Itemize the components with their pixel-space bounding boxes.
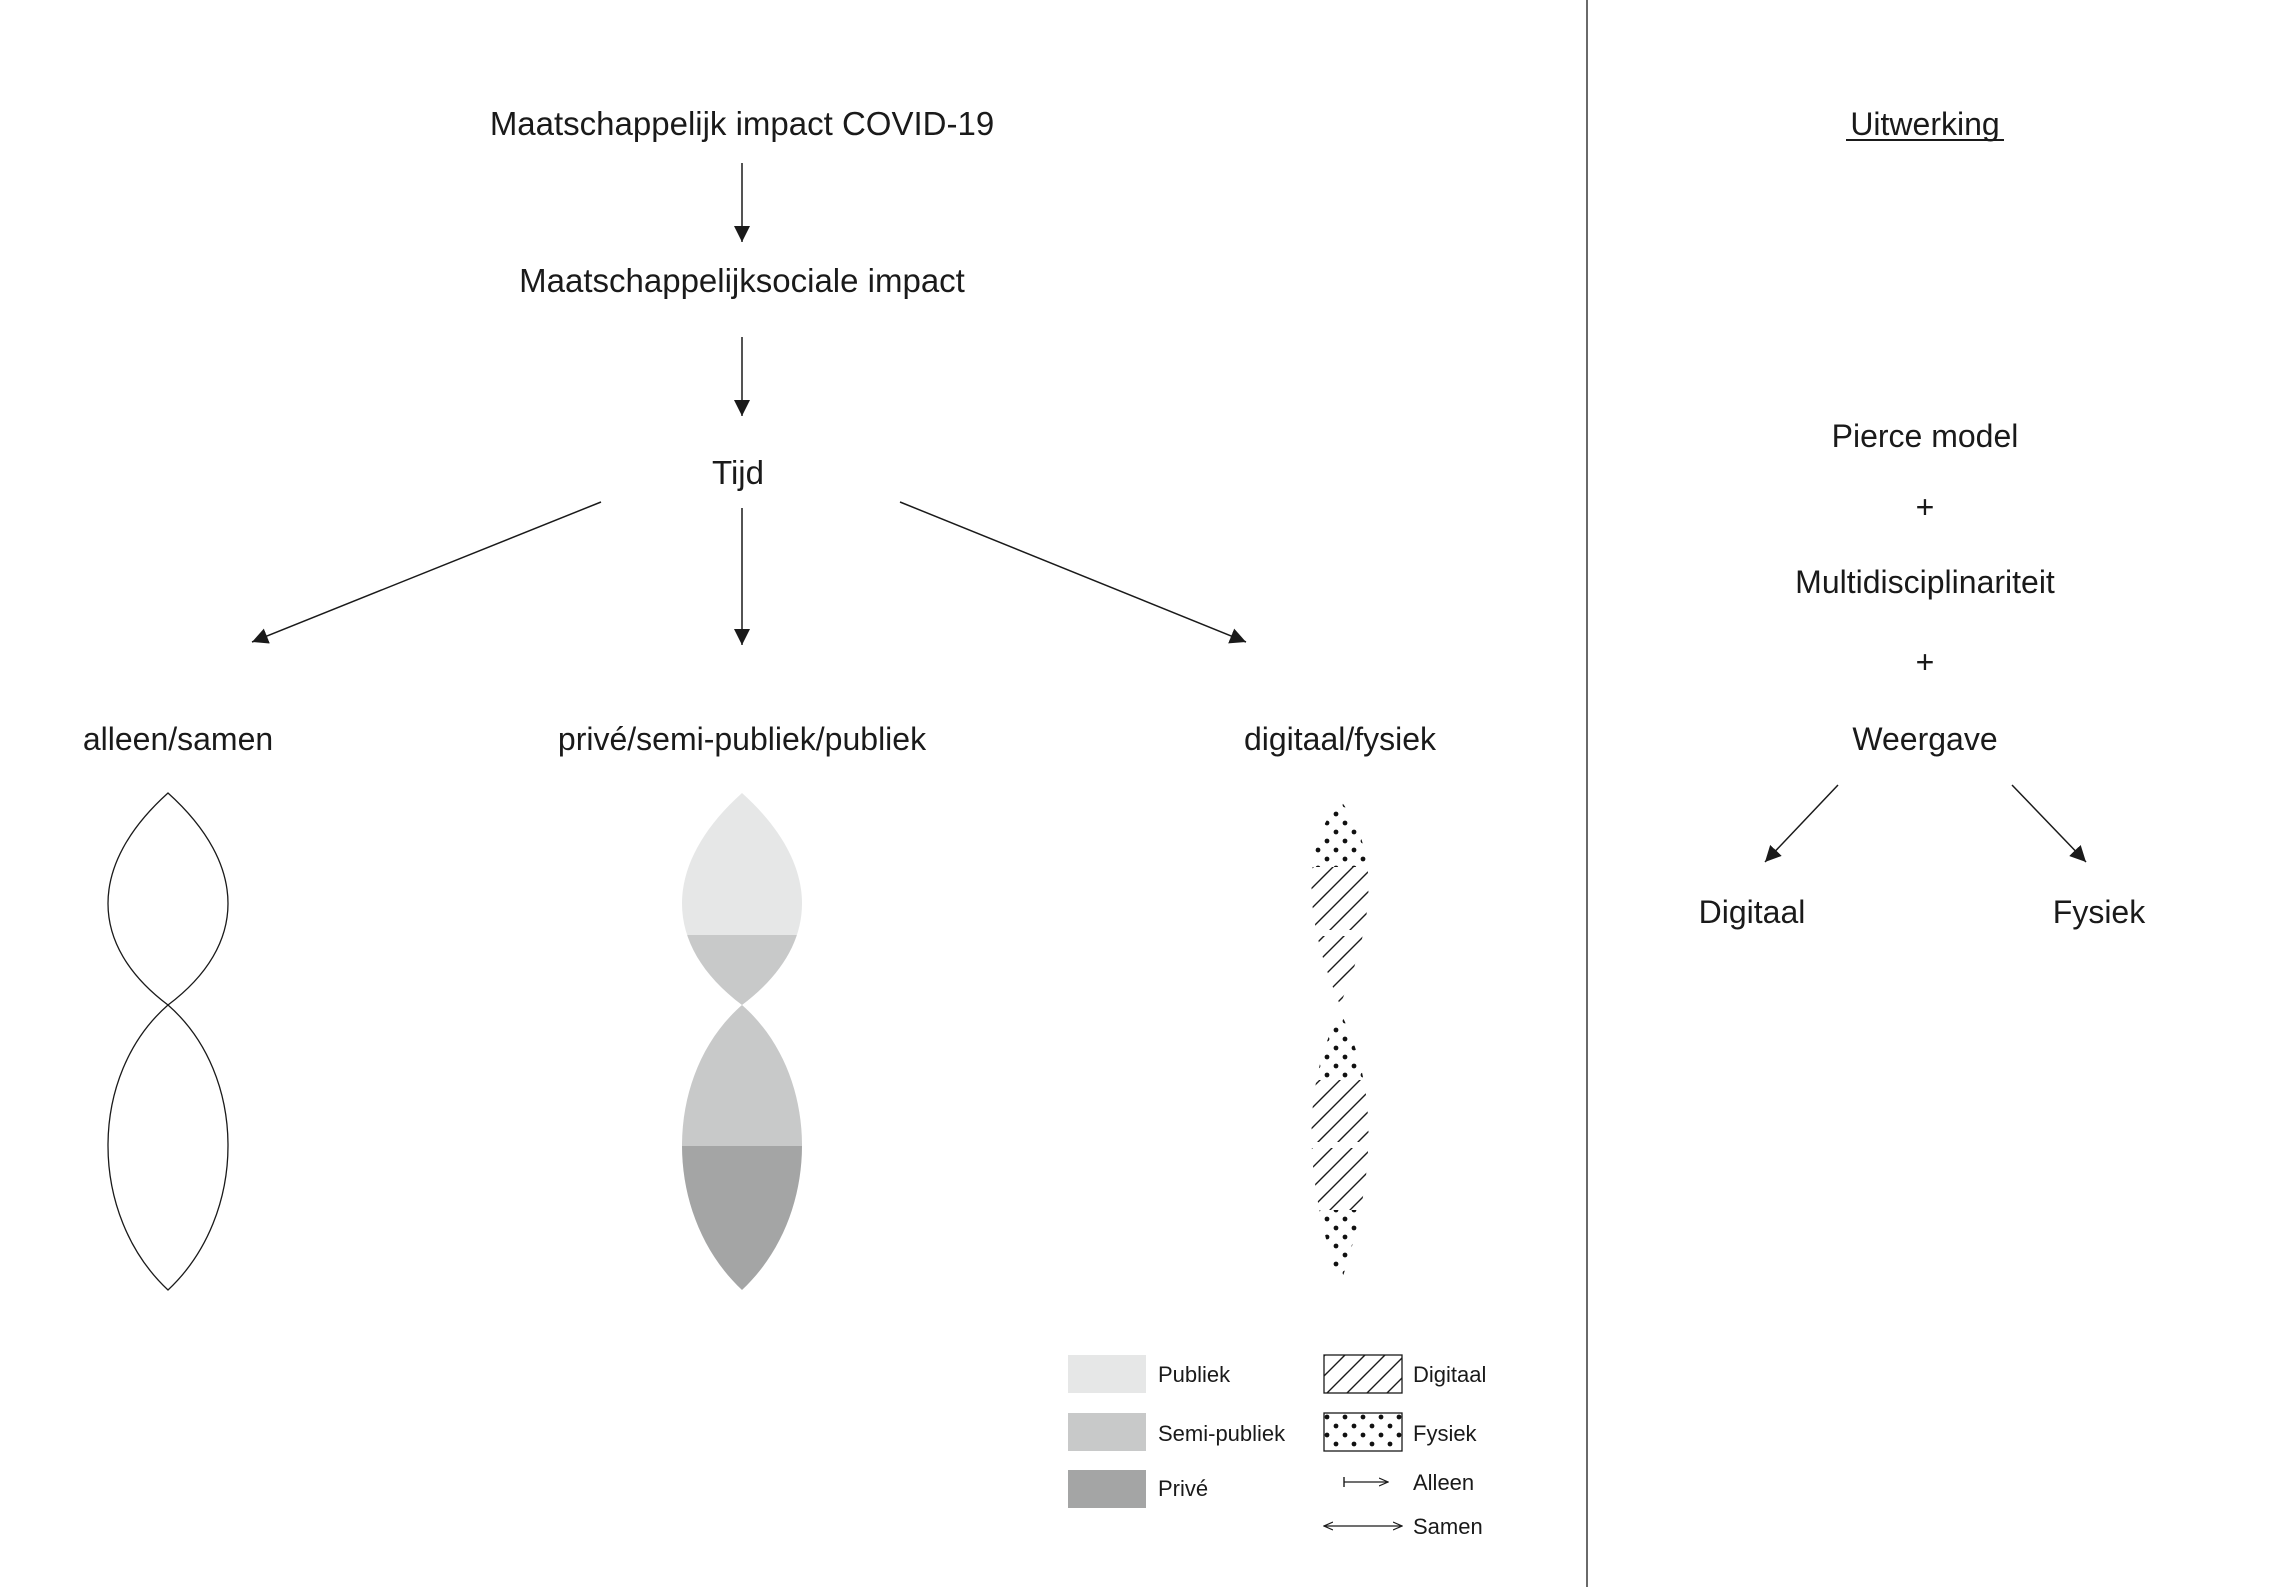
alone-together-lens-bottom	[107, 1004, 229, 1291]
alone-together-shape	[107, 792, 229, 1291]
title-impact-covid: Maatschappelijk impact COVID-19	[490, 105, 994, 142]
dp-lower-physical-dots-top	[1311, 1012, 1369, 1080]
legend-swatch-public	[1068, 1355, 1146, 1393]
legend-swatch-digital	[1323, 1354, 1403, 1394]
legend: Publiek Semi-publiek Privé Digitaal Fysi…	[1068, 1354, 1486, 1539]
node-multidisciplinarity: Multidisciplinariteit	[1795, 564, 2055, 600]
legend-label-private: Privé	[1158, 1476, 1208, 1501]
arrow-display-to-digital	[1764, 784, 1839, 863]
heading-elaboration: Uitwerking	[1850, 106, 1999, 142]
arrow-time-to-alone-together	[251, 501, 602, 644]
legend-swatch-semi-public	[1068, 1413, 1146, 1451]
legend-swatch-private	[1068, 1470, 1146, 1508]
privacy-top-semipublic-fill	[682, 935, 802, 1005]
node-display: Weergave	[1852, 721, 1997, 757]
legend-label-public: Publiek	[1158, 1362, 1231, 1387]
legend-label-alone: Alleen	[1413, 1470, 1474, 1495]
right-panel: Uitwerking Pierce model + Multidisciplin…	[1699, 106, 2147, 930]
privacy-top-public-fill	[682, 793, 802, 935]
node-pierce-model: Pierce model	[1832, 418, 2019, 454]
dp-upper-physical-dots	[1311, 800, 1369, 867]
plus-sign-1: +	[1916, 489, 1935, 525]
dp-lower-physical-dots-bottom	[1311, 1210, 1369, 1285]
arrow-time-to-digital-physical	[899, 501, 1247, 644]
node-digital: Digitaal	[1699, 894, 1806, 930]
legend-label-digital: Digitaal	[1413, 1362, 1486, 1387]
privacy-bottom-private-fill	[682, 1146, 802, 1290]
alone-together-lens-top	[107, 792, 229, 1006]
dp-upper-digital-hatch	[1311, 867, 1369, 1005]
plus-sign-2: +	[1916, 644, 1935, 680]
legend-swatch-physical	[1323, 1412, 1403, 1452]
node-time: Tijd	[712, 454, 764, 491]
arrow-display-to-physical	[2011, 784, 2087, 863]
privacy-shape	[682, 793, 802, 1290]
digital-physical-shape	[1285, 800, 1395, 1285]
legend-label-together: Samen	[1413, 1514, 1483, 1539]
privacy-bottom-semipublic-fill	[682, 1005, 802, 1146]
legend-label-physical: Fysiek	[1413, 1421, 1478, 1446]
node-social-impact: Maatschappelijksociale impact	[519, 262, 965, 299]
legend-label-semi-public: Semi-publiek	[1158, 1421, 1286, 1446]
node-physical: Fysiek	[2053, 894, 2146, 930]
label-alone-together: alleen/samen	[83, 721, 273, 757]
label-privacy: privé/semi-publiek/publiek	[558, 721, 927, 757]
label-digital-physical: digitaal/fysiek	[1244, 721, 1437, 757]
